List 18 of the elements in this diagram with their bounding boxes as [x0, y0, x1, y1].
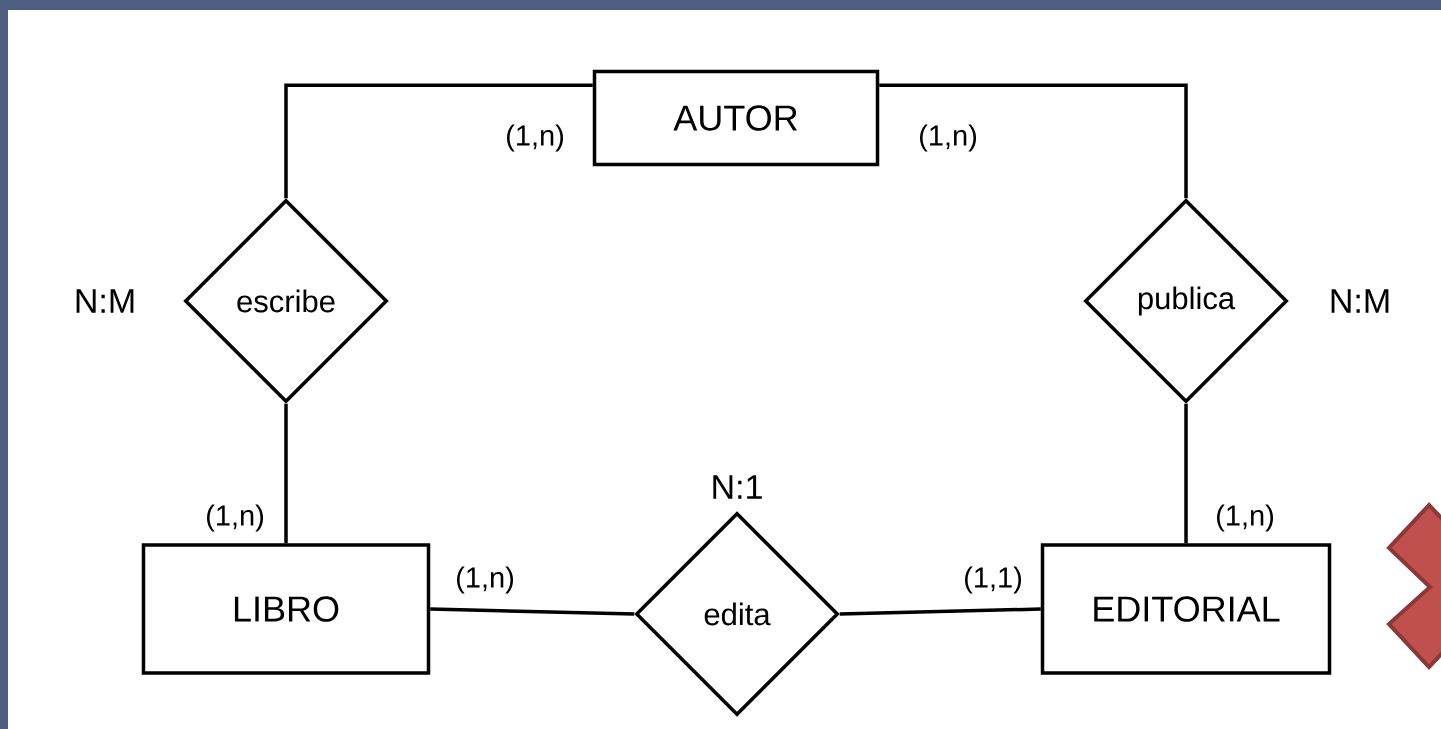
- cardinality-label: (1,n): [1214, 503, 1276, 533]
- connector-line: [879, 83, 1188, 199]
- entity-box: AUTOR: [592, 69, 880, 167]
- cardinality-ratio: N:1: [713, 475, 762, 499]
- cardinality-label: (1,n): [917, 123, 979, 153]
- connector-line: [430, 607, 635, 616]
- connector-line: [839, 607, 1041, 616]
- cardinality-label: (1,n): [204, 503, 266, 533]
- connector-line: [284, 83, 593, 199]
- cardinality-label: (1,n): [504, 123, 566, 153]
- connector-line: [1184, 403, 1188, 544]
- cardinality-label: (1,n): [454, 565, 516, 595]
- cardinality-label: (1,1): [962, 565, 1024, 595]
- cardinality-ratio: N:M: [76, 289, 134, 313]
- entity-box: LIBRO: [141, 543, 431, 675]
- entity-box: EDITORIAL: [1040, 543, 1332, 675]
- connector-line: [284, 403, 288, 544]
- cardinality-ratio: N:M: [1331, 289, 1389, 313]
